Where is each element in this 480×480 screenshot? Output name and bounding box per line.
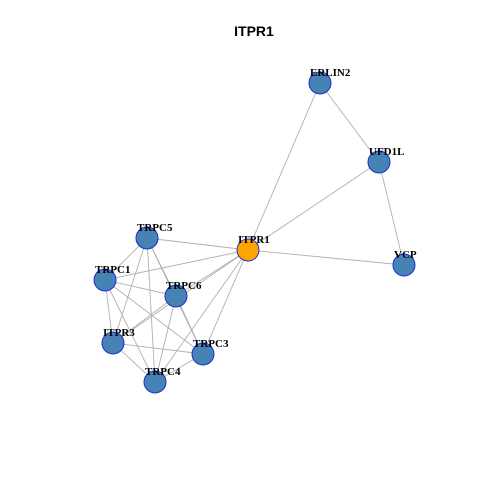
node-label-ufd1l: UFD1L <box>369 146 404 158</box>
node-layer <box>93 71 416 394</box>
node-vcp <box>392 253 416 277</box>
edge-trpc1-trpc4 <box>104 279 156 383</box>
edge-trpc6-trpc4 <box>154 295 177 383</box>
edge-itpr1-trpc4 <box>154 249 249 383</box>
edge-trpc5-trpc4 <box>146 237 156 383</box>
node-itpr3 <box>101 331 125 355</box>
edge-itpr1-trpc6 <box>175 249 249 297</box>
edge-ufd1l-itpr1 <box>247 161 380 251</box>
edge-trpc1-trpc3 <box>104 279 204 355</box>
node-trpc1 <box>93 268 117 292</box>
graph-title: ITPR1 <box>234 23 274 39</box>
edge-ufd1l-vcp <box>378 161 405 266</box>
node-trpc5 <box>135 226 159 250</box>
node-label-itpr1: ITPR1 <box>238 234 270 246</box>
node-label-trpc6: TRPC6 <box>166 280 202 292</box>
node-label-erlin2: ERLIN2 <box>310 67 351 79</box>
edge-itpr1-trpc1 <box>104 249 249 281</box>
node-label-itpr3: ITPR3 <box>103 327 135 339</box>
node-ufd1l <box>367 150 391 174</box>
node-label-trpc4: TRPC4 <box>145 366 181 378</box>
edge-trpc6-itpr3 <box>112 295 177 344</box>
node-erlin2 <box>308 71 332 95</box>
node-trpc3 <box>191 342 215 366</box>
edge-itpr1-trpc3 <box>202 249 249 355</box>
node-label-vcp: VCP <box>394 249 417 261</box>
edge-erlin2-ufd1l <box>319 82 380 163</box>
node-trpc6 <box>164 284 188 308</box>
node-itpr1 <box>236 238 260 262</box>
node-trpc4 <box>143 370 167 394</box>
edge-trpc5-itpr3 <box>112 237 148 344</box>
edge-itpr1-trpc5 <box>146 237 249 251</box>
node-label-trpc5: TRPC5 <box>137 222 173 234</box>
edge-trpc1-trpc6 <box>104 279 177 297</box>
node-label-trpc3: TRPC3 <box>193 338 229 350</box>
edge-itpr1-vcp <box>247 249 405 266</box>
edge-itpr3-trpc3 <box>112 342 204 355</box>
edge-erlin2-itpr1 <box>247 82 321 251</box>
node-label-trpc1: TRPC1 <box>95 264 130 276</box>
